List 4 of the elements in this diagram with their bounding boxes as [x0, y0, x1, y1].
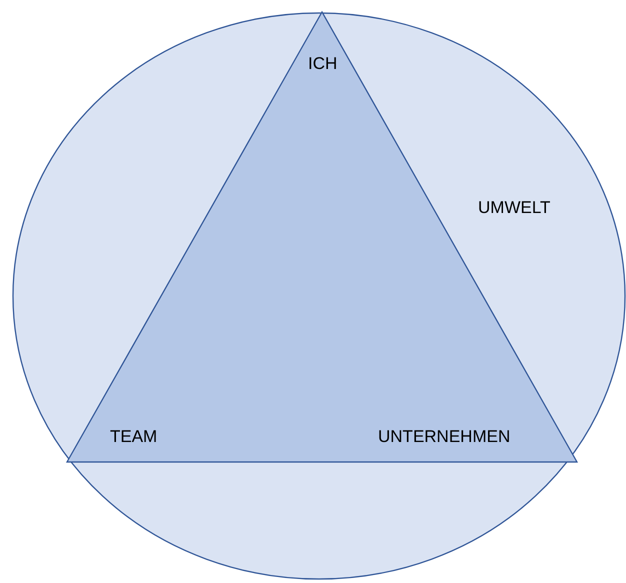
region-label: UMWELT — [478, 198, 550, 218]
corner-label: UNTERNEHMEN — [378, 427, 510, 447]
corner-label: TEAM — [110, 427, 158, 447]
corner-label: ICH — [308, 54, 338, 74]
